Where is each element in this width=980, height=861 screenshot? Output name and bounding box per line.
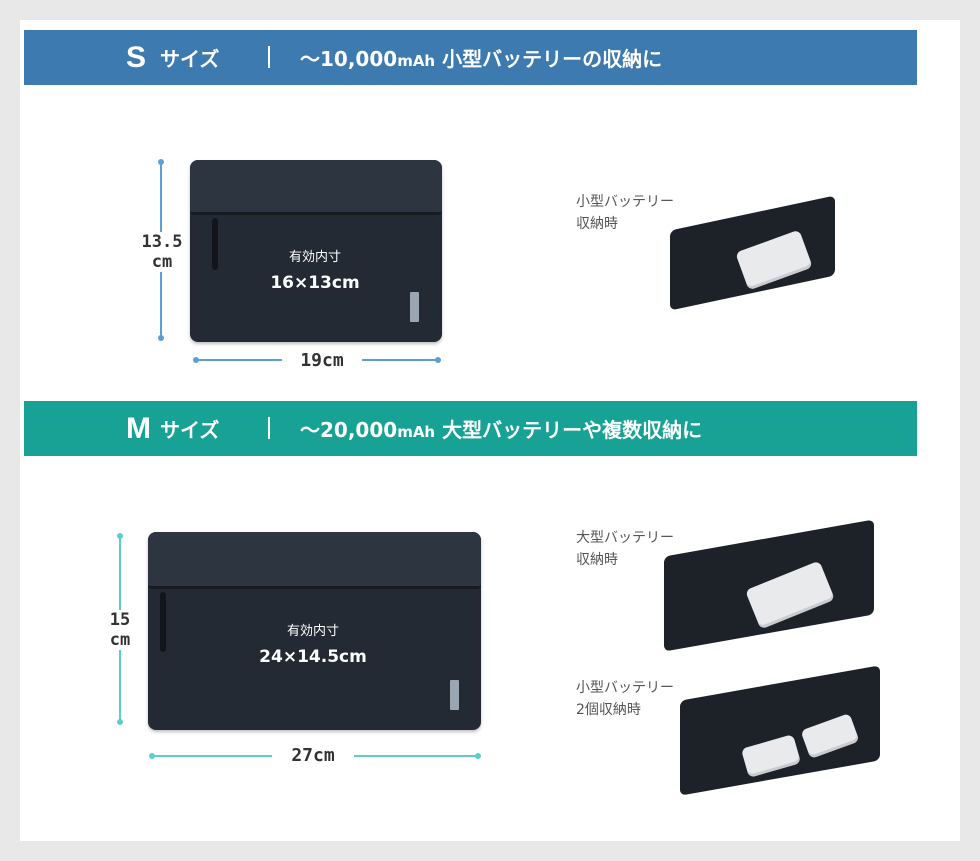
description-text: 小型バッテリーの収納に [435,47,663,71]
width-label: 27cm [272,745,354,766]
size-description: ～20,000mAh 大型バッテリーや複数収納に [300,414,702,443]
capacity-unit: mAh [397,423,436,441]
dimension-dot [158,335,164,341]
caption-line: 2個収納時 [576,702,641,718]
dimension-dot [158,159,164,165]
inner-size-label: 有効内寸 24×14.5cm [238,620,388,667]
dimension-dot [435,357,441,363]
capacity-unit: mAh [397,52,436,70]
caption-line: 収納時 [576,216,618,232]
capacity: ～20,000 [300,418,398,442]
separator [268,417,270,439]
s-pouch-image: 有効内寸 16×13cm [190,160,442,342]
height-label: 15 cm [100,610,140,650]
separator [268,46,270,68]
inner-label: 有効内寸 [288,250,341,265]
m-size-banner: M サイズ ～20,000mAh 大型バッテリーや複数収納に [24,401,917,456]
m-large-battery-caption: 大型バッテリー 収納時 [576,527,674,571]
zipper-pull [160,592,166,652]
dimension-dot [475,753,481,759]
pouch-tag [450,680,459,710]
description-text: 大型バッテリーや複数収納に [435,418,703,442]
m-two-battery-caption: 小型バッテリー 2個収納時 [576,677,674,721]
pouch-tag [410,292,419,322]
dimension-dot [193,357,199,363]
size-word: サイズ [160,47,220,71]
height-value: 15 [109,610,131,630]
dimension-dot [149,753,155,759]
m-large-battery-photo [664,510,880,652]
height-value: 13.5 [141,232,183,252]
width-label: 19cm [282,350,362,371]
size-letter: M [126,411,151,445]
capacity: ～10,000 [300,47,398,71]
m-two-battery-photo [680,655,886,796]
caption-line: 小型バッテリー [576,680,674,696]
height-unit: cm [151,252,173,272]
s-battery-photo [670,195,840,311]
size-letter: S [126,40,147,74]
height-unit: cm [109,630,131,650]
zipper-pull [212,218,218,270]
inner-label: 有効内寸 [286,624,339,639]
pouch-flap [148,532,481,589]
inner-size: 16×13cm [270,273,360,293]
m-pouch-image: 有効内寸 24×14.5cm [148,532,481,730]
size-word: サイズ [160,418,220,442]
inner-size: 24×14.5cm [259,647,367,667]
pouch-flap [190,160,442,215]
caption-line: 収納時 [576,552,618,568]
inner-size-label: 有効内寸 16×13cm [250,246,380,293]
dimension-dot [117,719,123,725]
caption-line: 大型バッテリー [576,530,674,546]
size-description: ～10,000mAh 小型バッテリーの収納に [300,43,662,72]
caption-line: 小型バッテリー [576,194,674,210]
dimension-dot [117,533,123,539]
height-label: 13.5 cm [138,232,186,272]
s-size-banner: S サイズ ～10,000mAh 小型バッテリーの収納に [24,30,917,85]
s-battery-caption: 小型バッテリー 収納時 [576,191,674,235]
